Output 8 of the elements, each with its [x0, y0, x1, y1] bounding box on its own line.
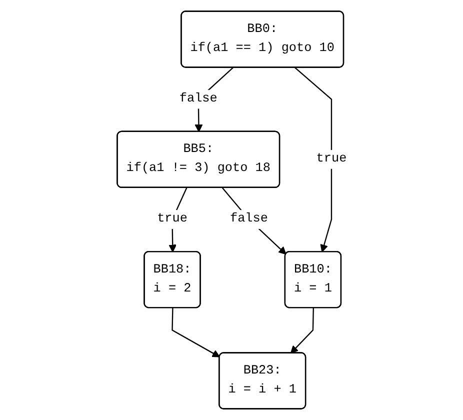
arrow	[294, 67, 332, 252]
edge-label: true	[156, 212, 187, 226]
edge-label: false	[178, 92, 217, 106]
arrow	[290, 308, 314, 354]
arrow	[222, 187, 286, 255]
edge-label: true	[316, 152, 346, 166]
arrow	[171, 308, 220, 358]
edge-label: false	[230, 212, 268, 226]
